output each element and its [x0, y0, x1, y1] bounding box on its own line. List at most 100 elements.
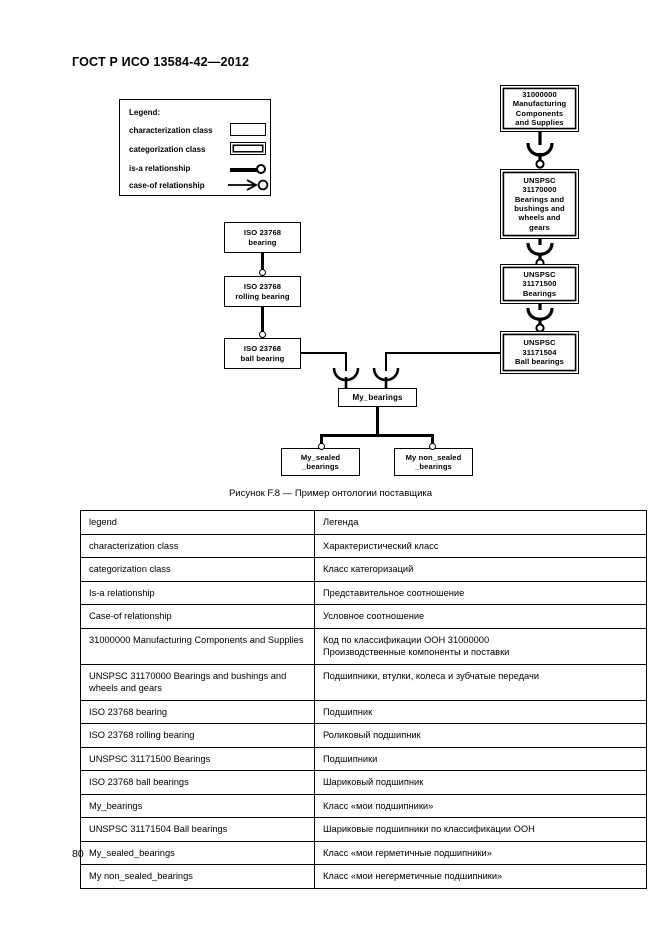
- table-row: UNSPSC 31170000 Bearings and bushings an…: [80, 663, 647, 701]
- legend-box: Legend: characterization class categoriz…: [119, 99, 271, 196]
- table-cell-term-en: ISO 23768 ball bearings: [80, 770, 315, 795]
- node-label: UNSPSC 31170000 Bearings and bushings an…: [514, 175, 565, 232]
- table-cell-term-ru: Условное соотношение: [314, 604, 647, 629]
- node-label: ISO 23768 ball bearing: [240, 344, 285, 363]
- table-cell-term-en: UNSPSC 31171504 Ball bearings: [80, 817, 315, 842]
- node-label: My non_sealed _bearings: [405, 452, 462, 471]
- legend-item-is-a-relationship: is-a relationship: [129, 164, 191, 173]
- case-of-arrow-icon: [228, 179, 269, 191]
- isa-crossbar-my-bearings: [320, 434, 434, 437]
- node-my-bearings[interactable]: My_bearings: [338, 388, 417, 407]
- isa-circle-bearing-rolling: [259, 269, 266, 276]
- table-cell-term-en: My_sealed_bearings: [80, 840, 315, 865]
- node-unspsc-31170000[interactable]: UNSPSC 31170000 Bearings and bushings an…: [500, 169, 579, 239]
- legend-item-categorization-class: categorization class: [129, 145, 206, 154]
- table-cell-term-ru: Роликовый подшипник: [314, 723, 647, 748]
- caseof-line-iso-vertical: [345, 352, 347, 371]
- table-cell-term-ru: Шариковые подшипники по классификации ОО…: [314, 817, 647, 842]
- node-iso-rolling-bearing[interactable]: ISO 23768 rolling bearing: [224, 276, 301, 307]
- node-label: UNSPSC 31171500 Bearings: [522, 269, 557, 298]
- page-number: 80: [72, 848, 84, 860]
- caseof-line-iso-horizontal: [301, 352, 346, 354]
- isa-fork-31171500-31171504: [526, 302, 554, 333]
- document-standard-header: ГОСТ Р ИСО 13584-42—2012: [72, 55, 250, 69]
- table-cell-term-en: UNSPSC 31171500 Bearings: [80, 746, 315, 771]
- figure-caption: Рисунок F.8 — Пример онтологии поставщик…: [228, 488, 433, 499]
- table-cell-term-ru: Класс «мои герметичные подшипники»: [314, 840, 647, 865]
- table-cell-term-ru: Класс «мои подшипники»: [314, 793, 647, 818]
- table-cell-term-en: UNSPSC 31170000 Bearings and bushings an…: [80, 663, 315, 701]
- node-iso-ball-bearing[interactable]: ISO 23768 ball bearing: [224, 338, 301, 369]
- double-rectangle-icon: [230, 142, 266, 155]
- table-cell-term-ru: Подшипники: [314, 746, 647, 771]
- table-cell-term-en: categorization class: [80, 557, 315, 582]
- node-label: ISO 23768 rolling bearing: [235, 282, 290, 301]
- table-cell-term-en: Case-of relationship: [80, 604, 315, 629]
- isa-connector-bearing-rolling: [261, 253, 264, 276]
- table-cell-term-en: legend: [80, 510, 315, 535]
- isa-trunk-my-bearings: [376, 407, 379, 436]
- legend-item-case-of-relationship: case-of relationship: [129, 181, 205, 190]
- node-my-sealed-bearings[interactable]: My_sealed _bearings: [281, 448, 360, 476]
- ontology-diagram: Legend: characterization class categoriz…: [119, 85, 579, 476]
- node-iso-bearing[interactable]: ISO 23768 bearing: [224, 222, 301, 253]
- table-cell-term-ru: Легенда: [314, 510, 647, 535]
- table-cell-term-en: ISO 23768 bearing: [80, 699, 315, 724]
- table-cell-term-ru: Представительное соотношение: [314, 580, 647, 605]
- table-cell-term-ru: Шариковый подшипник: [314, 770, 647, 795]
- table-cell-term-ru: Характеристический класс: [314, 533, 647, 558]
- caseof-fork-iso-to-my-bearings: [332, 367, 360, 389]
- table-cell-term-ru: Подшипники, втулки, колеса и зубчатые пе…: [314, 663, 647, 701]
- isa-circle-my-non-sealed: [429, 443, 436, 450]
- table-cell-term-en: 31000000 Manufacturing Components and Su…: [80, 627, 315, 665]
- table-cell-term-ru: Код по классификации ООН 31000000 Произв…: [314, 627, 647, 665]
- caseof-line-unspsc-horizontal: [385, 352, 501, 354]
- isa-circle-rolling-ball: [259, 331, 266, 338]
- single-rectangle-icon: [230, 123, 266, 136]
- node-unspsc-31171500[interactable]: UNSPSC 31171500 Bearings: [500, 264, 579, 304]
- table-cell-term-en: Is-a relationship: [80, 580, 315, 605]
- node-unspsc-31000000[interactable]: 31000000 Manufacturing Components and Su…: [500, 85, 579, 132]
- isa-branch-my-non-sealed: [431, 434, 434, 448]
- isa-connector-rolling-ball: [261, 307, 264, 338]
- table-cell-term-en: ISO 23768 rolling bearing: [80, 723, 315, 748]
- node-label: My_bearings: [352, 392, 403, 402]
- table-cell-term-en: My_bearings: [80, 793, 315, 818]
- legend-title: Legend:: [129, 108, 161, 117]
- is-a-circle-icon: [256, 164, 266, 174]
- table-cell-term-ru: Класс категоризаций: [314, 557, 647, 582]
- table-cell-term-en: My non_sealed_bearings: [80, 864, 315, 889]
- isa-circle-my-sealed: [318, 443, 325, 450]
- legend-item-characterization-class: characterization class: [129, 126, 213, 135]
- node-label: ISO 23768 bearing: [243, 228, 282, 247]
- isa-branch-my-sealed: [320, 434, 323, 448]
- isa-fork-31000000-31170000: [526, 131, 554, 169]
- table-cell-term-en: characterization class: [80, 533, 315, 558]
- node-label: UNSPSC 31171504 Ball bearings: [515, 338, 564, 367]
- node-label: My_sealed _bearings: [300, 452, 341, 471]
- caseof-line-unspsc-vertical: [385, 352, 387, 371]
- node-my-non-sealed-bearings[interactable]: My non_sealed _bearings: [394, 448, 473, 476]
- table-cell-term-ru: Подшипник: [314, 699, 647, 724]
- node-label: 31000000 Manufacturing Components and Su…: [512, 89, 567, 127]
- table-cell-term-ru: Класс «мои негерметичные подшипники»: [314, 864, 647, 889]
- thick-line-icon: [230, 168, 259, 172]
- caseof-fork-unspsc-to-my-bearings: [372, 367, 400, 389]
- node-unspsc-31171504[interactable]: UNSPSC 31171504 Ball bearings: [500, 331, 579, 374]
- table-row: 31000000 Manufacturing Components and Su…: [80, 627, 647, 665]
